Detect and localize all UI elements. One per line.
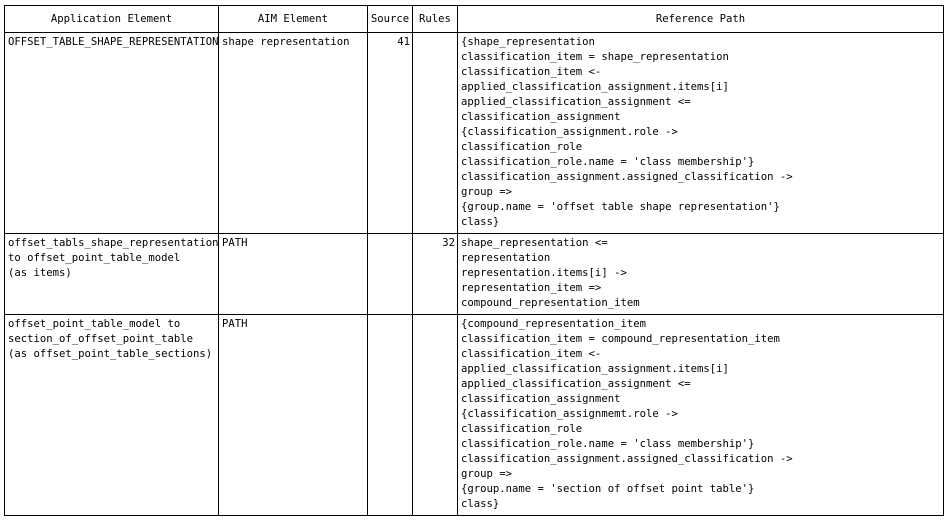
reference-path-line: compound_representation_item [461,297,640,309]
header-aim-element: AIM Element [218,5,368,33]
header-row: Application Element AIM Element Source R… [4,5,944,33]
application-element-line: (as items) [8,267,72,279]
reference-path-line: classification_assignment [461,393,621,405]
header-rules: Rules [412,5,458,33]
table-row: offset_tabls_shape_representation to off… [4,233,944,315]
cell-aim-element: PATH [218,233,368,315]
reference-path-line: class} [461,216,500,228]
reference-path-line: group => [461,468,513,480]
cell-reference-path: shape_representation <= representation r… [457,233,944,315]
cell-rules [412,314,458,516]
reference-path-line: {classification_assignmemt.role -> [461,408,678,420]
cell-reference-path: {compound_representation_item classifica… [457,314,944,516]
reference-path-line: classification_role.name = 'class member… [461,156,755,168]
reference-path-line: classification_item = compound_represent… [461,333,780,345]
header-application-element: Application Element [4,5,219,33]
reference-path-line: {shape_representation [461,36,595,48]
reference-path-line: classification_item <- [461,348,602,360]
cell-source [367,233,413,315]
reference-path-line: representation_item => [461,282,602,294]
reference-path-line: classification_item <- [461,66,602,78]
cell-rules [412,32,458,234]
reference-path-line: classification_assignment [461,111,621,123]
application-element-line: OFFSET_TABLE_SHAPE_REPRESENTATION [8,36,219,48]
cell-aim-element: PATH [218,314,368,516]
reference-path-line: group => [461,186,513,198]
table-header: Application Element AIM Element Source R… [4,5,944,33]
reference-path-line: classification_assignment.assigned_class… [461,453,793,465]
application-element-line: offset_point_table_model to [8,318,181,330]
reference-path-line: classification_assignment.assigned_class… [461,171,793,183]
table-row: offset_point_table_model to section_of_o… [4,314,944,516]
cell-aim-element: shape representation [218,32,368,234]
application-element-line: offset_tabls_shape_representation [8,237,219,249]
reference-path-line: applied_classification_assignment <= [461,96,691,108]
reference-path-line: {compound_representation_item [461,318,646,330]
reference-path-line: {group.name = 'section of offset point t… [461,483,755,495]
cell-application-element: OFFSET_TABLE_SHAPE_REPRESENTATION [4,32,219,234]
application-element-line: to offset_point_table_model [8,252,181,264]
application-element-line: (as offset_point_table_sections) [8,348,213,360]
cell-rules: 32 [412,233,458,315]
reference-path-line: classification_role [461,423,583,435]
reference-path-line: {classification_assignment.role -> [461,126,678,138]
reference-path-line: classification_role [461,141,583,153]
reference-path-line: applied_classification_assignment.items[… [461,363,729,375]
cell-application-element: offset_tabls_shape_representation to off… [4,233,219,315]
cell-reference-path: {shape_representation classification_ite… [457,32,944,234]
header-reference-path: Reference Path [457,5,944,33]
reference-path-line: shape_representation <= [461,237,608,249]
reference-path-line: representation.items[i] -> [461,267,627,279]
table-body: OFFSET_TABLE_SHAPE_REPRESENTATION shape … [4,32,944,516]
reference-path-line: classification_item = shape_representati… [461,51,729,63]
mapping-table: Application Element AIM Element Source R… [4,5,944,516]
cell-application-element: offset_point_table_model to section_of_o… [4,314,219,516]
reference-path-line: representation [461,252,551,264]
table-row: OFFSET_TABLE_SHAPE_REPRESENTATION shape … [4,32,944,234]
reference-path-line: {group.name = 'offset table shape repres… [461,201,780,213]
header-source: Source [367,5,413,33]
reference-path-line: applied_classification_assignment.items[… [461,81,729,93]
cell-source [367,314,413,516]
application-element-line: section_of_offset_point_table [8,333,193,345]
reference-path-line: classification_role.name = 'class member… [461,438,755,450]
reference-path-line: applied_classification_assignment <= [461,378,691,390]
reference-path-line: class} [461,498,500,510]
cell-source: 41 [367,32,413,234]
